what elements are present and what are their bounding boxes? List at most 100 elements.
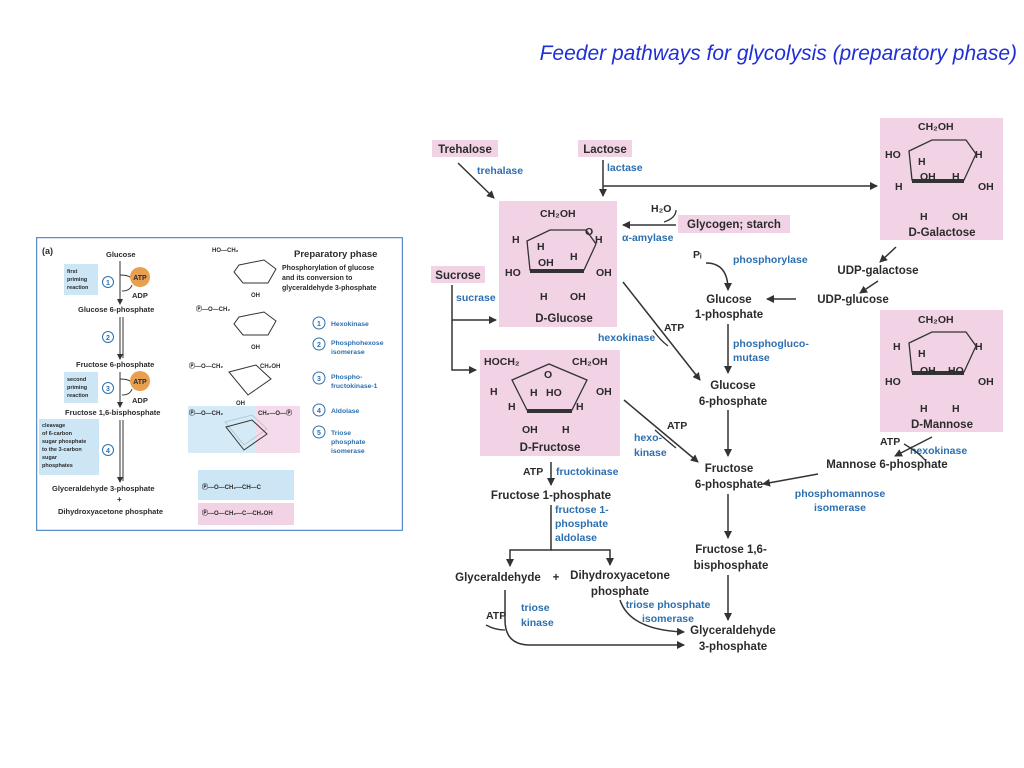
glycogen-box	[678, 215, 790, 233]
arrow-glycogen-g1p	[705, 262, 732, 291]
ring-label: H	[920, 403, 928, 415]
ring-label: H	[893, 341, 901, 353]
ring-label: HO	[505, 267, 521, 279]
structure-label: OH	[236, 401, 245, 407]
atp-label: ATP	[664, 322, 684, 334]
enzyme-phosphohexose-isomerase: Phosphohexose	[331, 340, 384, 347]
enzyme-triose-kinase: kinase	[521, 617, 554, 629]
note-first-priming: first	[67, 269, 78, 275]
ring-label: OH	[952, 211, 968, 223]
ring-label: H	[576, 401, 584, 413]
glucose-1-phosphate: 1-phosphate	[695, 309, 763, 321]
glucose-6-phosphate: 6-phosphate	[699, 396, 767, 408]
glucose-box	[499, 201, 617, 327]
note-first-priming: priming	[67, 277, 87, 283]
note-second-priming: reaction	[67, 393, 89, 399]
ring-label: HO	[885, 376, 901, 388]
arrow-udpgal-udpglc	[859, 280, 879, 294]
ring-label: OH	[538, 257, 554, 269]
arrow-sucrose-fructose	[451, 320, 477, 374]
metabolite-gap: Glyceraldehyde 3-phosphate	[52, 484, 155, 493]
enzyme-phosphorylase: phosphorylase	[733, 254, 808, 266]
structure-label: OH	[251, 345, 260, 351]
adp-label: ADP	[132, 291, 148, 300]
step-number: 3	[106, 386, 110, 393]
ring-label: H	[512, 234, 520, 246]
pi-label: Pᵢ	[693, 249, 702, 261]
structure-label: Ⓟ—O—CH₂	[189, 409, 223, 417]
ring-label: OH	[522, 424, 538, 436]
trehalose-box	[432, 140, 498, 157]
ring-label: CH₂OH	[572, 356, 608, 368]
ring-label: H	[918, 348, 926, 360]
page-title: Feeder pathways for glycolysis (preparat…	[539, 42, 1017, 65]
step-number: 1	[317, 321, 321, 328]
ring-label: H	[895, 181, 903, 193]
panel-a: (a) Preparatory phase Phosphorylation of…	[36, 237, 403, 531]
panel-a-description: Phosphorylation of glucose	[282, 265, 374, 272]
arrow-galactose-udpgal	[879, 246, 897, 263]
dhap-structure: Ⓟ—O—CH₂—C—CH₂OH	[202, 509, 273, 517]
mannose-6-phosphate: Mannose 6-phosphate	[826, 459, 947, 471]
atp-label: ATP	[667, 420, 687, 432]
ring-label: H	[952, 171, 960, 183]
arrow-f1p-dhap	[551, 549, 614, 566]
note-cleavage: sugar phosphate	[42, 439, 86, 445]
step-number: 1	[106, 280, 110, 287]
sugar-d-glucose: D-Glucose	[535, 313, 593, 325]
enzyme-phosphomannose-isomerase: phosphomannose	[795, 488, 886, 500]
note-second-priming: priming	[67, 385, 87, 391]
note-cleavage: sugar	[42, 455, 58, 461]
enzyme-alpha-amylase: α-amylase	[622, 232, 674, 244]
arrow-mannose-m6p	[894, 436, 933, 457]
enzyme-fructose-1-phosphate-aldolase: phosphate	[555, 518, 608, 530]
fructose-16-bisphosphate: Fructose 1,6-	[695, 544, 767, 556]
sugar-d-fructose: D-Fructose	[520, 442, 581, 454]
structure-label: OH	[251, 293, 260, 299]
note-cleavage: phosphates	[42, 463, 73, 469]
ring-label: CH₂OH	[540, 208, 576, 220]
enzyme-phosphoglucomutase: phosphogluco-	[733, 338, 809, 350]
ring-label: H	[530, 387, 538, 399]
arrow-trehalose-glucose	[457, 162, 495, 199]
ring-label: OH	[920, 171, 936, 183]
gap-structure: Ⓟ—O—CH₂—CH—C	[202, 483, 262, 491]
note-second-priming: second	[67, 377, 86, 383]
ring-label: OH	[596, 267, 612, 279]
arrow-glucose-g6p	[622, 281, 701, 381]
ring-label: OH	[920, 365, 936, 377]
atp-label: ATP	[486, 610, 506, 622]
metabolite-dhap: Dihydroxyacetone phosphate	[58, 507, 163, 516]
ring-label: O	[585, 226, 593, 238]
enzyme-triose-phosphate-isomerase: isomerase	[642, 613, 694, 625]
structure-label: Ⓟ—O—CH₂	[189, 362, 223, 370]
ring-label: HOCH₂	[484, 356, 520, 368]
enzyme-phosphoglucomutase: mutase	[733, 352, 770, 364]
trehalose-label: Trehalose	[438, 144, 492, 156]
enzyme-aldolase: Aldolase	[331, 408, 360, 415]
atp-badge: ATP	[133, 379, 147, 386]
enzyme-pfk1: fructokinase-1	[331, 383, 378, 390]
note-first-priming: reaction	[67, 285, 89, 291]
ring-label: OH	[978, 376, 994, 388]
enzyme-fructose-1-phosphate-aldolase: aldolase	[555, 532, 597, 544]
structure-label: CH₂OH	[260, 364, 280, 370]
structure-label: Ⓟ—O—CH₂	[196, 305, 230, 313]
metabolite-g6p: Glucose 6-phosphate	[78, 305, 154, 314]
sugar-d-mannose: D-Mannose	[911, 419, 973, 431]
atp-badge: ATP	[133, 275, 147, 282]
ring-label: H	[540, 291, 548, 303]
glyceraldehyde: Glyceraldehyde	[455, 572, 541, 584]
glucose-6-phosphate: Glucose	[710, 380, 755, 392]
udp-galactose: UDP-galactose	[837, 265, 918, 277]
step-number: 2	[106, 335, 110, 342]
ring-label: H	[975, 149, 983, 161]
ring-label: HO	[885, 149, 901, 161]
ring-label: H	[975, 341, 983, 353]
sucrose-box	[431, 266, 485, 283]
enzyme-tpi: isomerase	[331, 448, 365, 455]
fructose-6-phosphate: 6-phosphate	[695, 479, 763, 491]
step-number: 2	[317, 342, 321, 349]
lactose-box	[578, 140, 632, 157]
metabolite-f6p: Fructose 6-phosphate	[76, 360, 154, 369]
